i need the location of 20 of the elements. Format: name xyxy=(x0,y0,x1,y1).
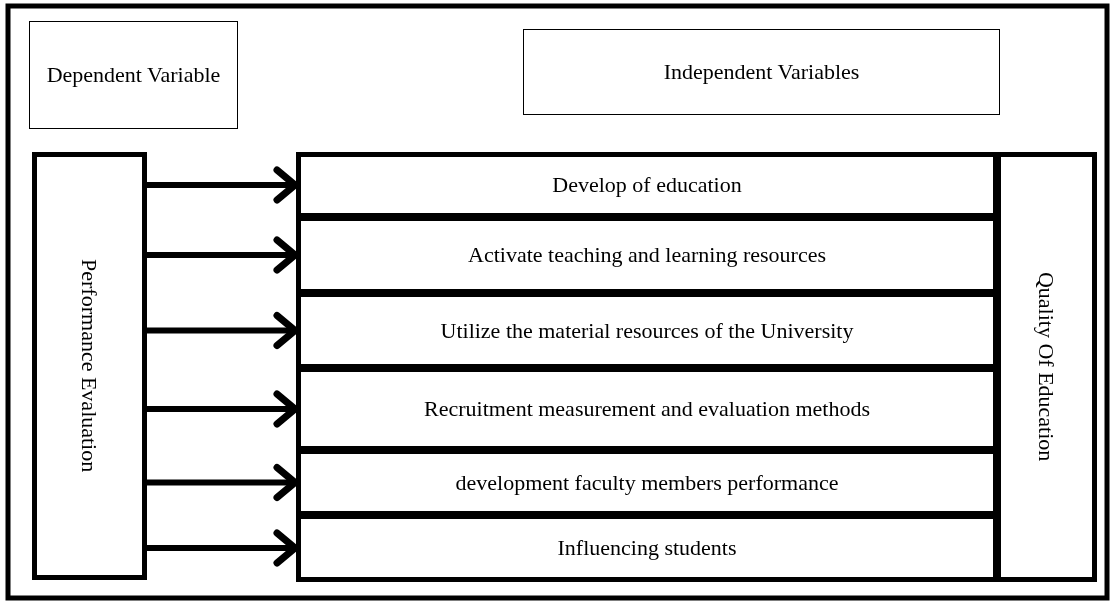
variable-box xyxy=(29,21,238,129)
box-label: Activate teaching and learning resources xyxy=(468,242,826,268)
dimension-row xyxy=(296,292,998,369)
dimension-row xyxy=(296,449,998,516)
vertical-label: Quality Of Education xyxy=(1033,272,1060,462)
outcome-box xyxy=(996,152,1097,582)
dimension-row xyxy=(296,514,998,582)
factor-box xyxy=(32,152,147,580)
box-label: Dependent Variable xyxy=(46,62,221,88)
box-label: Influencing students xyxy=(557,535,737,561)
box-label: Utilize the material resources of the University xyxy=(440,317,854,344)
box-label: Independent Variables xyxy=(663,59,860,85)
variable-box xyxy=(523,29,1000,115)
dimension-row xyxy=(296,216,998,294)
box-label: Develop of education xyxy=(552,172,742,198)
dimension-row xyxy=(296,152,998,218)
box-label: Recruitment measurement and evaluation methods xyxy=(424,396,870,422)
box-label: development faculty members performance xyxy=(455,469,839,496)
dimension-row xyxy=(296,367,998,451)
vertical-label: Performance Evaluation xyxy=(76,259,103,473)
